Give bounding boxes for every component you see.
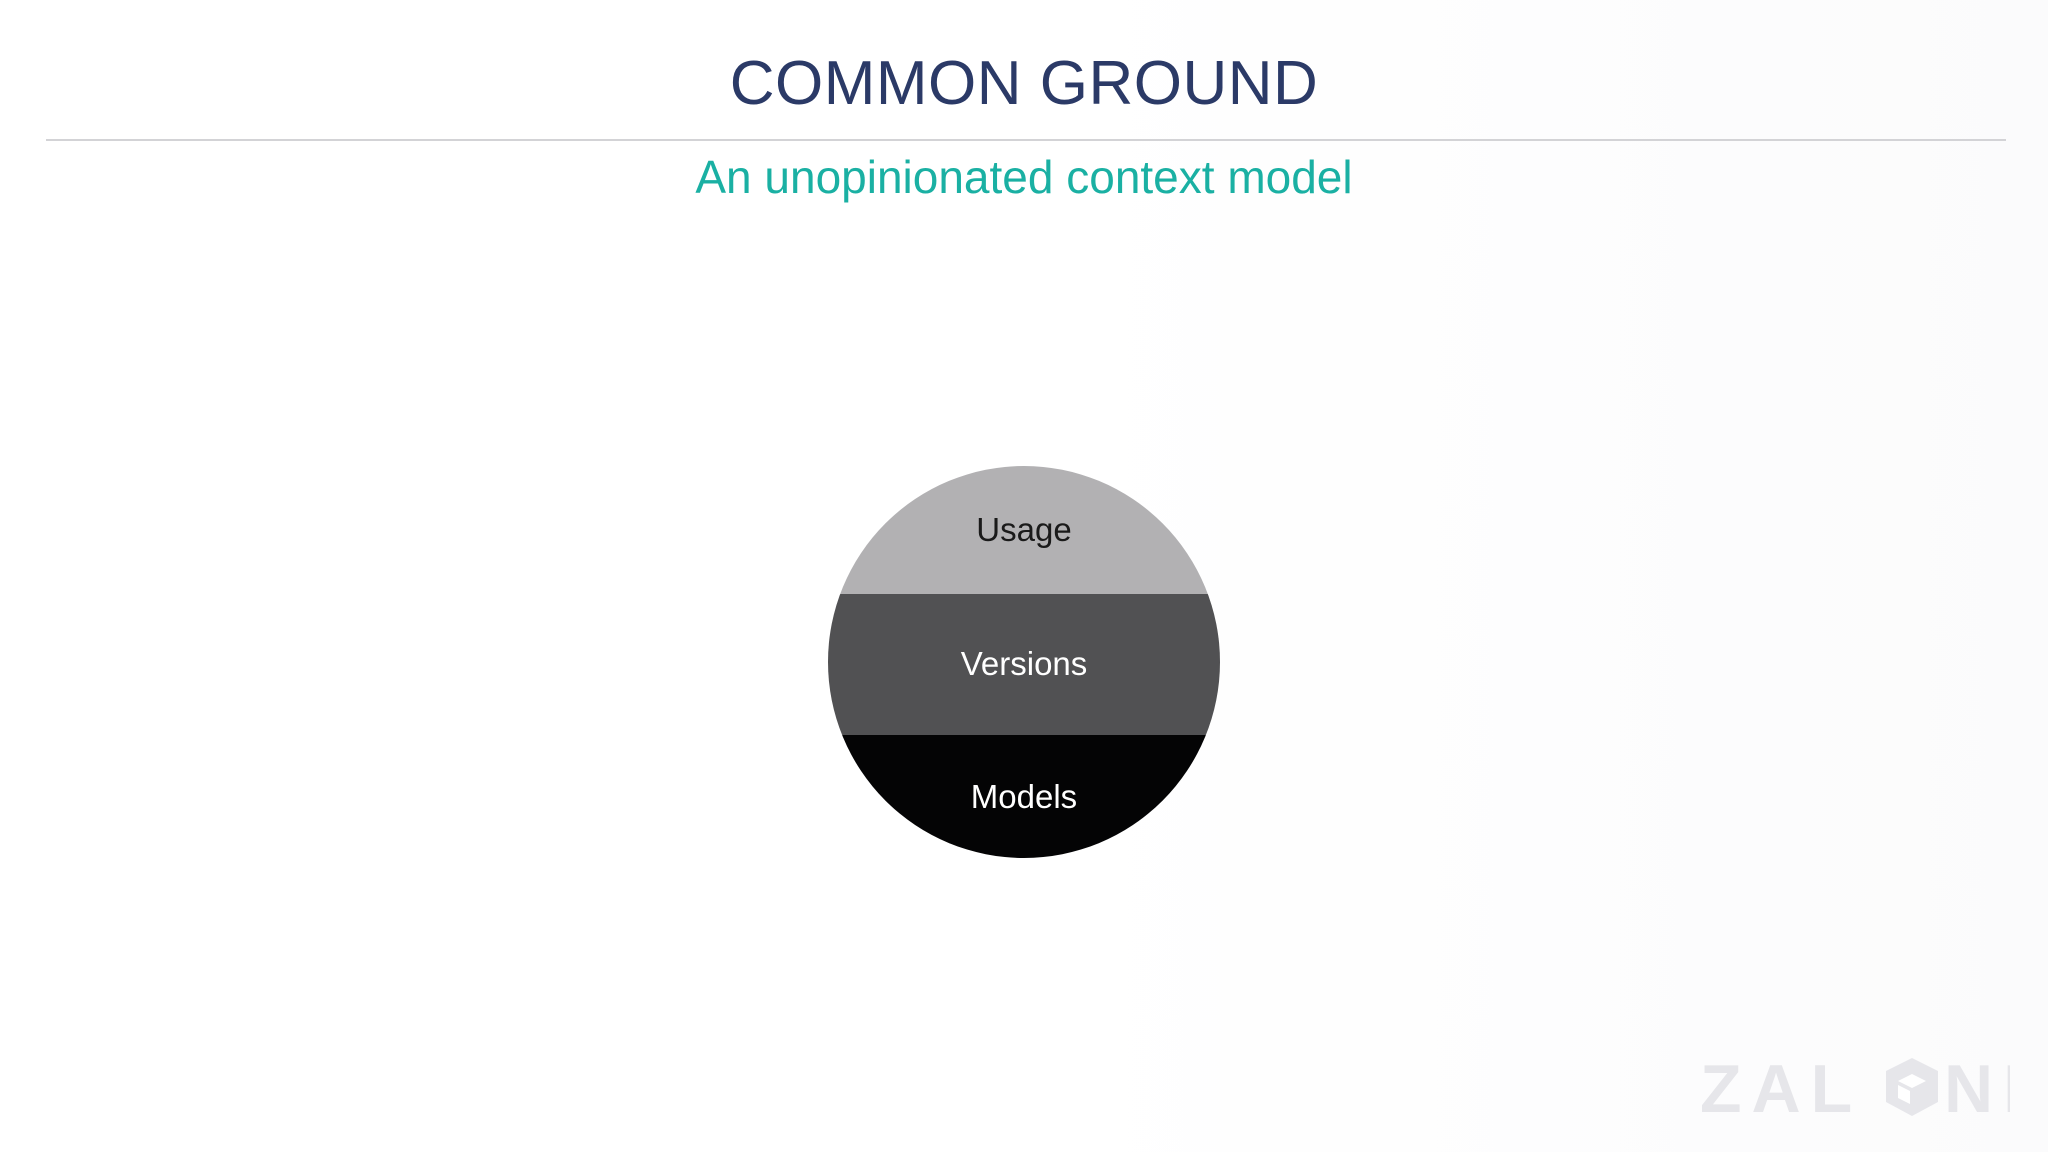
layers-circle: Usage Versions Models <box>828 466 1220 858</box>
logo-mark: ZAL NI <box>1700 1051 2022 1127</box>
layer-usage-label: Usage <box>976 511 1071 548</box>
title-divider <box>46 139 2006 141</box>
layer-versions <box>828 594 1220 735</box>
context-layers-diagram: Usage Versions Models <box>828 466 1220 858</box>
layer-versions-label: Versions <box>961 645 1088 682</box>
svg-text:NI: NI <box>1944 1052 2010 1122</box>
svg-text:ZAL: ZAL <box>1700 1052 1862 1122</box>
cube-icon <box>1886 1058 1938 1116</box>
zaloni-logo: ZAL NI <box>1700 1051 2022 1127</box>
slide-subtitle: An unopinionated context model <box>695 151 1353 203</box>
slide-title: COMMON GROUND <box>729 49 1319 118</box>
layer-models-label: Models <box>971 778 1077 815</box>
